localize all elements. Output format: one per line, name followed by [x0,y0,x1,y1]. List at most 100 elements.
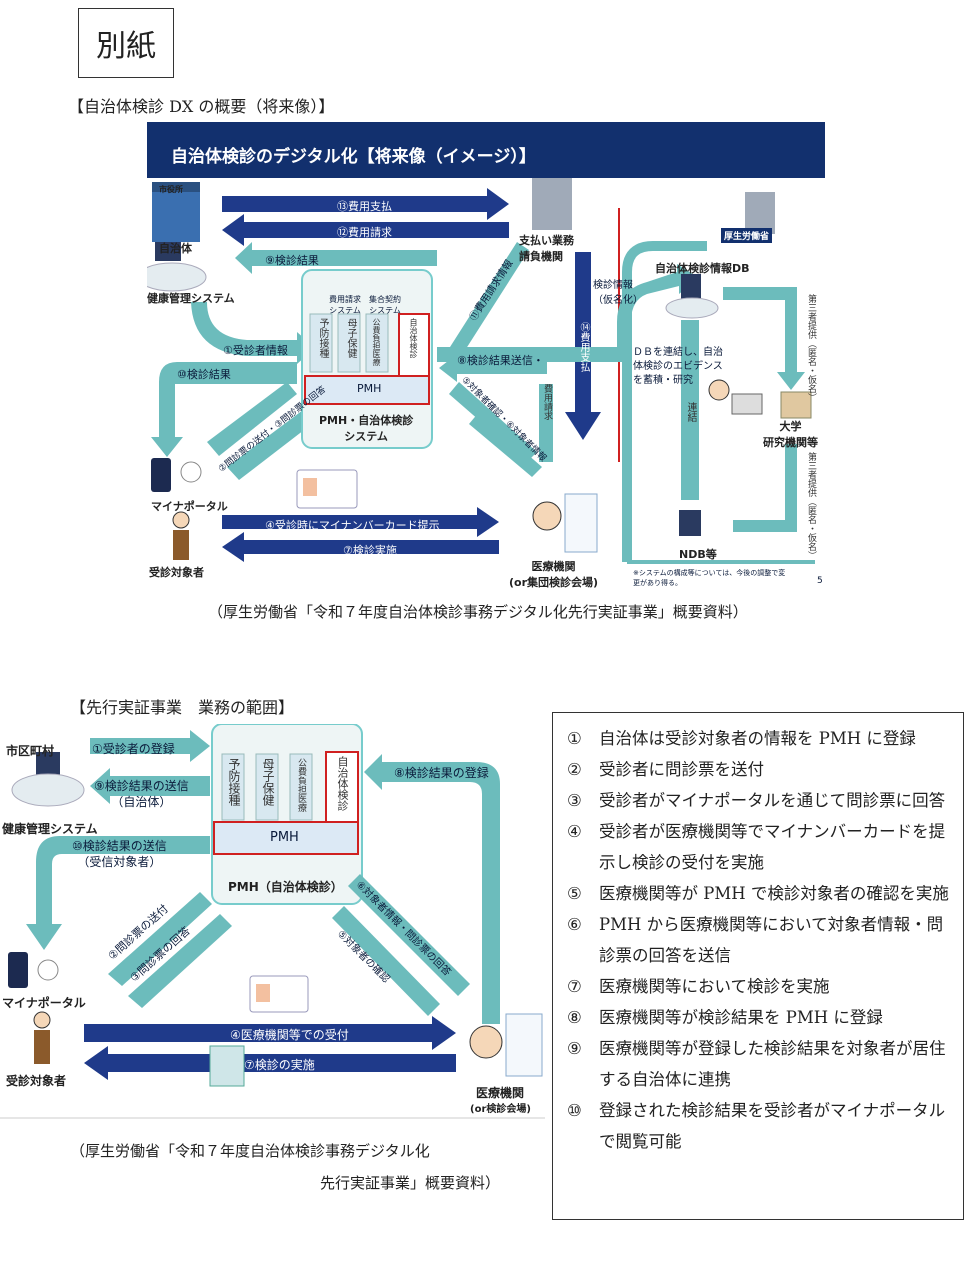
arrow-10-label: ⑩検診結果 [177,368,231,381]
arrow-7-label: ⑦検診実施 [343,544,397,557]
arrow-third2 [733,444,797,532]
s2-municipality-label: 市区町村 [6,744,55,758]
arrow-1 [191,302,315,364]
arrow-13-label: ⑬費用支払 [337,200,392,213]
col-label-2: 母子保健 [345,318,356,358]
s2-arrow-7-label: ⑦検診の実施 [244,1058,315,1072]
banner-bg [147,122,825,178]
db-label: 自治体検診情報DB [655,262,750,275]
pilot-scope-diagram: 市区町村 健康管理システム マイナポータル 受診対象者 医療機関 (or検診会場… [0,723,545,1119]
col-label-4: 自治体検診 [409,318,418,358]
section1-source: （厚生労働省「令和７年度自治体検診事務デジタル化先行実証事業」概要資料） [208,603,748,621]
third-party-2-label: 第三者提供（匿名・仮名） [806,452,816,560]
arrow-12-label: ⑫費用請求 [337,226,392,239]
arrow-s2-6 [348,874,470,996]
rabbit-icon [180,461,202,483]
s2-pmh-text: PMH [270,830,299,845]
s2-pmh-label: PMH（自治体検診） [228,880,343,894]
arrow-10 [151,362,297,457]
arrow-9 [235,242,437,274]
arrow-1-label: ①受診者情報 [223,344,288,357]
arrow-s2-7 [84,1046,456,1080]
s2-col-label-4: 自治体検診 [336,756,349,811]
future-dx-diagram: 自治体検診のデジタル化【将来像（イメージ）】 市役所 自治体 健康管理システム … [137,122,825,592]
future-dx-svg [137,122,825,564]
section2-source-line2: 先行実証事業」概要資料） [320,1174,501,1192]
univ-label: 大学 研究機関等 [763,420,818,449]
s2-arrow-9-label: ⑨検診結果の送信 （自治体） [94,779,189,809]
cost-request-label: 費用請求 [542,384,552,420]
s2-col-label-2: 母子保健 [261,758,275,806]
col-label-1: 予防接種 [317,318,328,358]
s2-col-label-3: 公費負担医療 [296,758,306,812]
arrow-9-label: ⑨検診結果 [265,254,319,267]
contract-system-label: 集合契約 システム [369,295,401,315]
arrow-s2-9 [90,768,210,804]
smartphone-icon [151,458,171,492]
arrow-12 [222,214,509,246]
arrow-6 [469,412,542,477]
arrow-link [681,320,699,500]
s2-arrow-4-label: ④医療機関等での受付 [230,1028,349,1042]
billing-system-label: 費用請求 システム [329,295,361,315]
hospital-icon [564,493,598,553]
annex-stamp: 別紙 [78,8,174,78]
arrow-13 [222,188,509,220]
doctor-icon [532,501,562,531]
arrow-5 [449,382,537,462]
link-label: 連結 [685,402,696,422]
arrow-s2-4 [84,1016,456,1050]
arrow-s2-5 [332,906,440,1016]
arrow-3 [227,407,317,480]
third-party-1-label: 第三者提供（匿名・仮名） [806,294,816,402]
arrow-s2-10 [26,836,210,950]
arrow-4-label: ④受診時にマイナンバーカード提示 [265,519,440,532]
s2-medical-label: 医療機関 [476,1086,525,1100]
section2-caption: 【先行実証事業 業務の範囲】 [70,698,295,717]
municipality-label: 自治体 [159,242,192,255]
arrow-cost [539,384,553,462]
mhlw-label: 厚生労働省 [721,228,773,243]
arrow-11 [443,242,529,366]
red-col-box [398,313,430,377]
arrow-14-label: ⑭費用支払 [578,322,589,372]
hospital-icon-2 [505,1013,543,1077]
myna-portal-label: マイナポータル [151,500,228,513]
city-office-sign: 市役所 [159,185,183,194]
medical-label: 医療機関 (or集団検診会場) [509,560,599,589]
arrow-s2-2 [108,892,212,986]
s2-myna-label: マイナポータル [2,996,86,1010]
rabbit-icon-2 [37,959,59,981]
person-label: 受診対象者 [149,566,204,579]
s2-col-label-1: 予防接種 [227,758,241,806]
s2-medical-sub-label: (or検診会場) [470,1104,531,1115]
s2-person-label: 受診対象者 [6,1074,67,1088]
col-label-3: 公費負担医療 [372,318,381,366]
mhlw-building-icon [745,192,775,234]
arrow-third1 [723,287,805,390]
page-number: 5 [817,576,823,586]
s2-arrow-10-label: ⑩検診結果の送信 （受信対象者） [72,839,167,869]
payment-building-icon [532,178,572,230]
arrow-s2-8 [364,754,500,1024]
s2-health-system-label: 健康管理システム [2,822,98,836]
doctor-icon-2 [469,1025,503,1059]
smartphone-icon-2 [8,952,28,988]
arrow-7 [222,532,499,562]
arrow-4 [222,507,499,537]
arrow-info-label: 検診情報 （仮名化） [593,280,643,306]
health-system-label: 健康管理システム [147,292,235,305]
payment-agency-label: 支払い業務 請負機関 [519,234,574,263]
city-building-icon [152,190,200,242]
ndb-label: NDB等 [679,548,717,561]
